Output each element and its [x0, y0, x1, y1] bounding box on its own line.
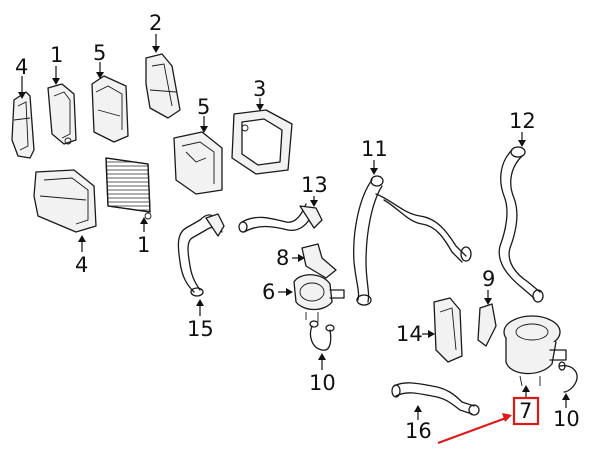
callout-12: 12 — [509, 109, 536, 133]
part-4-duct-upper — [11, 91, 35, 159]
part-13-hose — [238, 203, 323, 233]
part-6-pump — [293, 274, 345, 322]
callout-9: 9 — [482, 267, 495, 291]
part-10-hose-left — [309, 320, 335, 351]
part-3-frame — [231, 109, 293, 175]
callout-11: 11 — [361, 137, 388, 161]
callout-10-right: 10 — [553, 407, 580, 431]
callout-5-upper: 5 — [93, 41, 106, 65]
part-14-bracket — [433, 297, 463, 363]
part-16-hose — [391, 382, 480, 416]
callout-1-lower: 1 — [137, 233, 150, 257]
red-arrow — [437, 417, 507, 444]
part-2-bracket — [145, 53, 181, 119]
part-5-housing-lower — [173, 131, 223, 195]
callout-5-lower: 5 — [197, 95, 210, 119]
callout-2: 2 — [149, 11, 162, 35]
callout-3: 3 — [253, 77, 266, 101]
part-10-hose-right — [558, 361, 578, 393]
part-12-hose — [498, 146, 544, 303]
callout-4-lower: 4 — [75, 253, 88, 277]
part-11-hose — [353, 175, 472, 306]
red-arrow-head — [502, 413, 512, 422]
highlight-box — [512, 396, 540, 426]
part-4-duct-lower — [33, 169, 97, 233]
callout-16: 16 — [405, 419, 432, 443]
part-1-cooler-upper — [47, 83, 77, 145]
part-5-housing-upper — [91, 75, 129, 143]
callout-14: 14 — [396, 322, 423, 346]
part-7-water-pump — [503, 315, 567, 387]
callout-leaders — [18, 34, 570, 420]
callout-15: 15 — [187, 317, 214, 341]
callout-13: 13 — [301, 173, 328, 197]
callout-6: 6 — [262, 280, 275, 304]
highlight-callout-7 — [437, 396, 540, 444]
callout-4-upper: 4 — [15, 55, 28, 79]
callout-8: 8 — [276, 246, 289, 270]
part-9-bracket — [477, 303, 497, 347]
callout-7: 7 — [519, 399, 532, 423]
part-15-hose — [177, 213, 225, 297]
part-1-radiator — [105, 157, 152, 220]
callout-1-upper: 1 — [50, 43, 63, 67]
callout-labels: 4 1 5 2 3 5 1 4 11 12 13 8 6 15 10 9 14 … — [15, 11, 580, 443]
part-8-bracket — [301, 243, 337, 279]
callout-10-left: 10 — [309, 371, 336, 395]
